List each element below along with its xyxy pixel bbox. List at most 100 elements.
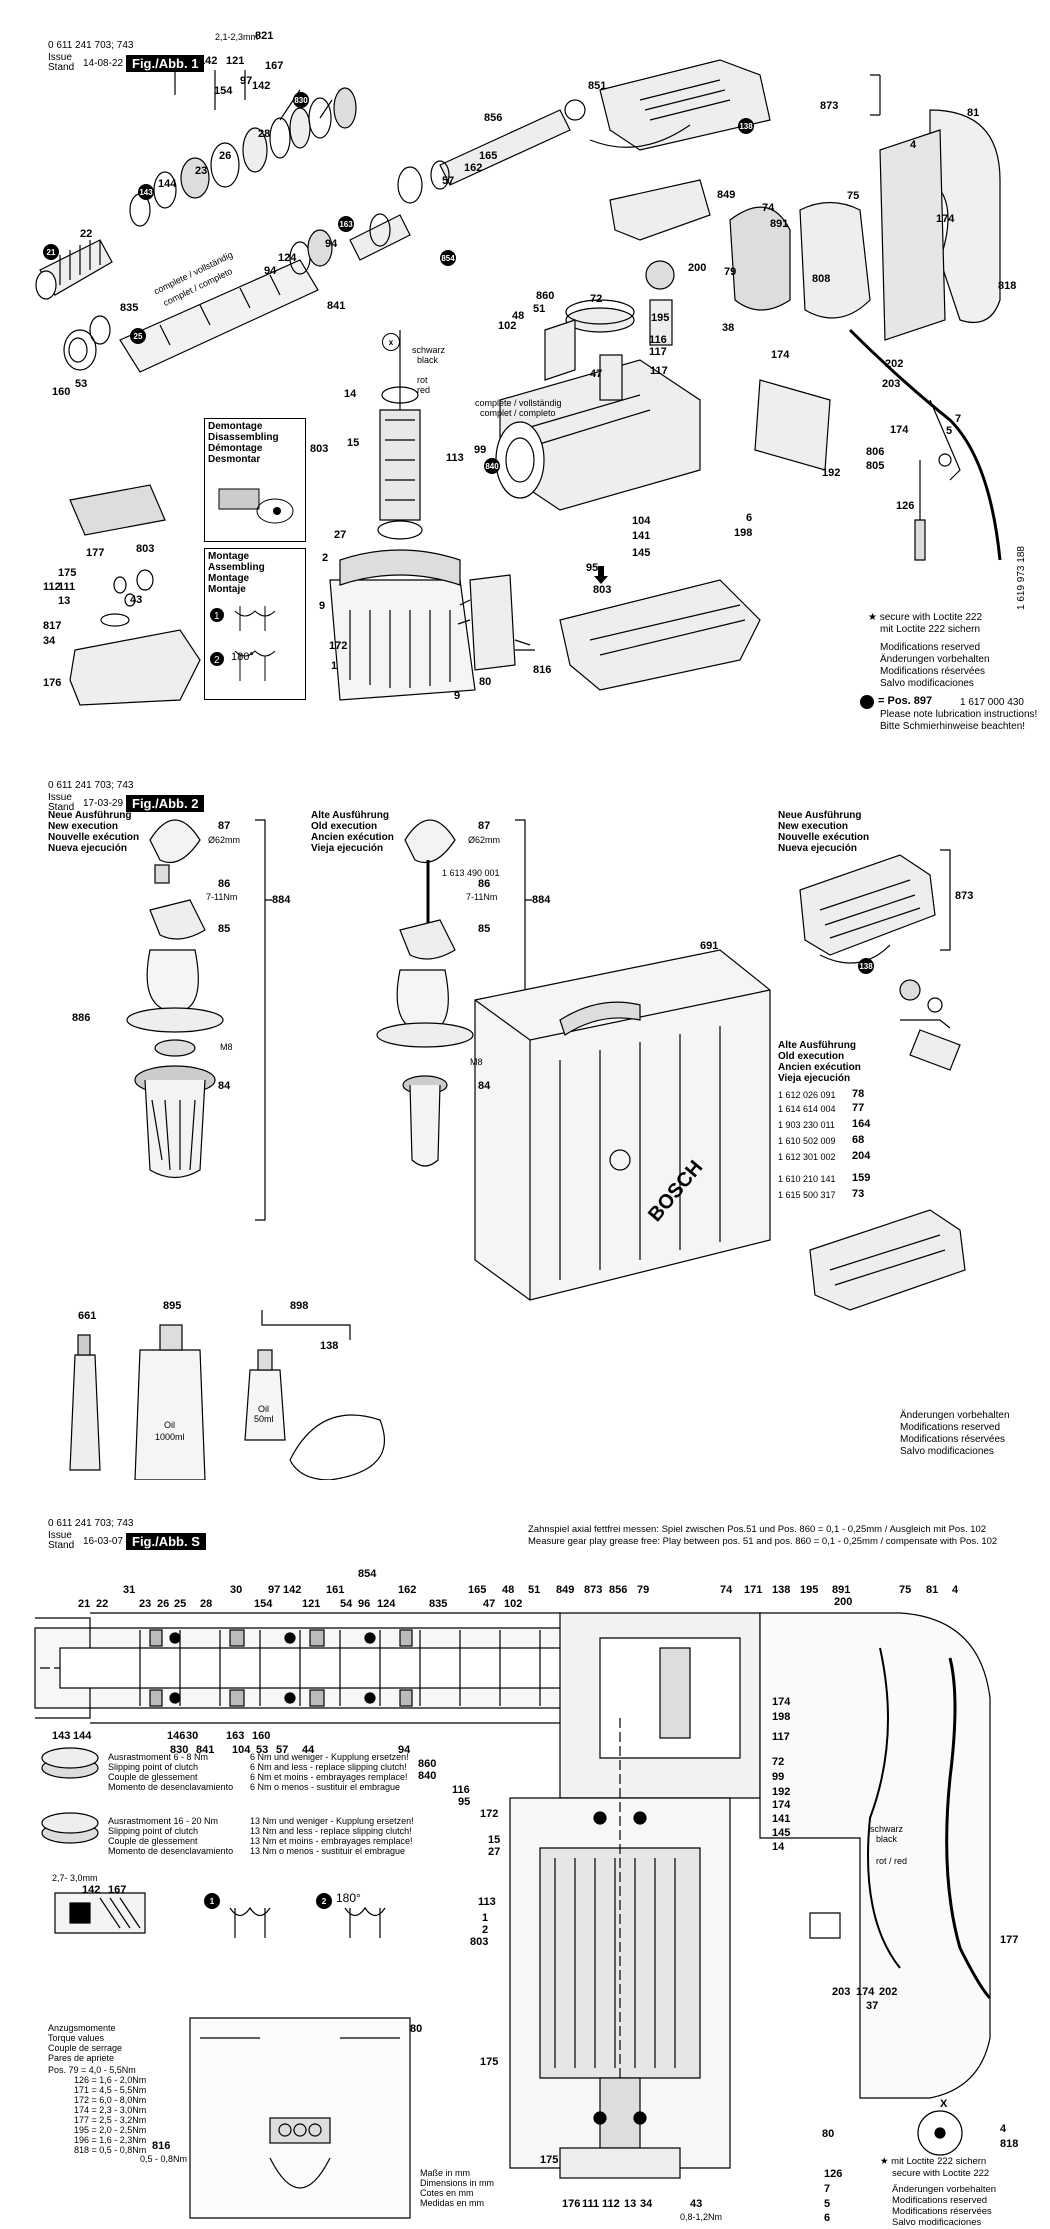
part-label: 87 <box>218 820 231 832</box>
part-label: 53 <box>75 378 88 390</box>
step-2-icon: 2 <box>316 1893 332 1909</box>
part-label: 124 <box>278 252 297 264</box>
section-label: 95 <box>458 1796 471 1808</box>
section-label: 146 <box>167 1730 186 1742</box>
section-label: 142 <box>283 1584 302 1596</box>
part-circle-label: 25 <box>130 328 146 344</box>
stand-label: Stand <box>48 62 75 73</box>
section-label: 144 <box>73 1730 92 1742</box>
section-label: 124 <box>377 1598 396 1610</box>
old-part-pos: 73 <box>852 1188 865 1200</box>
svg-text:2: 2 <box>214 655 220 666</box>
step-1-icon: 1 <box>204 1893 220 1909</box>
section-label: 117 <box>772 1731 790 1743</box>
section-label: 102 <box>504 1598 523 1610</box>
section-label: 145 <box>772 1827 791 1839</box>
dim-note: 2,7- 3,0mm <box>52 1873 98 1883</box>
section-label: 160 <box>252 1730 271 1742</box>
old-part-pos: 164 <box>852 1118 871 1130</box>
part-label: 891 <box>770 218 789 230</box>
old-part-number: 1 610 502 009 <box>778 1136 836 1146</box>
mod-note: Modifications réservées <box>892 2206 992 2217</box>
old-part-number: 1 612 301 002 <box>778 1152 836 1162</box>
demontage-box: Demontage Disassembling Démontage Desmon… <box>204 418 306 542</box>
pos-part-number: 1 617 000 430 <box>960 697 1024 708</box>
part-label: 818 <box>998 280 1017 292</box>
mod-note: Änderungen vorbehalten <box>900 1410 1010 1421</box>
side-document-number: 1 619 973 188 <box>1016 546 1027 610</box>
old-part-number: 1 903 230 011 <box>778 1120 835 1130</box>
section-label: 25 <box>174 1598 187 1610</box>
dimension-label: Ø62mm <box>208 835 241 845</box>
part-label: 84 <box>478 1080 491 1092</box>
wire-color: schwarz <box>870 1824 904 1834</box>
section-label: 192 <box>772 1786 791 1798</box>
part-label: 886 <box>72 1012 91 1024</box>
section-label: 816 <box>152 2140 171 2152</box>
wire-color: black <box>417 355 439 365</box>
part-number-label: 1 613 490 001 <box>442 868 500 878</box>
part-label: 26 <box>219 150 232 162</box>
part-label: 117 <box>649 346 667 358</box>
part-label: 51 <box>533 303 546 315</box>
issue-date: 16-03-07 <box>83 1536 124 1547</box>
issue-date: 17-03-29 <box>83 798 124 809</box>
torque-label: 0,5 - 0,8Nm <box>140 2154 188 2164</box>
svg-text:1: 1 <box>214 611 220 622</box>
part-label: 22 <box>80 228 93 240</box>
old-part-pos: 78 <box>852 1088 865 1100</box>
part-circle-label: 143 <box>138 184 154 200</box>
part-label: 81 <box>967 107 980 119</box>
section-label: 176 <box>562 2198 581 2210</box>
section-label: 854 <box>358 1568 377 1580</box>
section-label: 174 <box>772 1799 791 1811</box>
part-label: 806 <box>866 446 885 458</box>
section-label: 175 <box>480 2056 499 2068</box>
part-label: 6 <box>746 512 753 524</box>
figure-title: Fig./Abb. S <box>126 1533 206 1550</box>
section-label: 37 <box>866 2000 879 2012</box>
section-label: 195 <box>800 1584 819 1596</box>
section-label: 15 <box>488 1834 501 1846</box>
section-label: 99 <box>772 1771 785 1783</box>
part-label: 661 <box>78 1310 97 1322</box>
loctite-note-en: secure with Loctite 222 <box>892 2168 990 2179</box>
section-label: 112 <box>602 2198 620 2210</box>
part-label: 99 <box>474 444 487 456</box>
part-label: 85 <box>478 923 491 935</box>
section-label: 30 <box>186 1730 199 1742</box>
section-label: 51 <box>528 1584 541 1596</box>
old-part-number: 1 612 026 091 <box>778 1090 836 1100</box>
part-label: 57 <box>442 175 455 187</box>
part-label: 154 <box>214 85 233 97</box>
section-label: 142 <box>82 1884 101 1896</box>
part-label: 144 <box>158 178 177 190</box>
part-label: 898 <box>290 1300 309 1312</box>
part-label: 856 <box>484 112 503 124</box>
part-label: 94 <box>264 265 277 277</box>
section-label: 96 <box>358 1598 371 1610</box>
part-label: 145 <box>632 547 651 559</box>
part-label: 79 <box>724 266 737 278</box>
figure-2-section: 0 611 241 703; 743 Issue Stand 17-03-29 … <box>0 780 1050 1480</box>
part-label: 116 <box>649 334 667 346</box>
section-label: X <box>940 2098 948 2110</box>
part-label: 202 <box>885 358 904 370</box>
part-circle-label: 840 <box>484 458 500 474</box>
section-label: 849 <box>556 1584 575 1596</box>
section-label: 48 <box>502 1584 515 1596</box>
part-label: 27 <box>334 529 347 541</box>
section-label: 891 <box>832 1584 851 1596</box>
section-label: 22 <box>96 1598 109 1610</box>
part-label: 200 <box>688 262 707 274</box>
part-label: 121 <box>226 55 245 67</box>
section-label: 126 <box>824 2168 843 2180</box>
part-label: 198 <box>734 527 753 539</box>
section-label: 161 <box>326 1584 345 1596</box>
mod-note: Modifications réservées <box>880 666 986 677</box>
section-label: 23 <box>139 1598 152 1610</box>
part-label: 9 <box>454 690 461 702</box>
pos-note: = Pos. 897 <box>878 695 933 707</box>
